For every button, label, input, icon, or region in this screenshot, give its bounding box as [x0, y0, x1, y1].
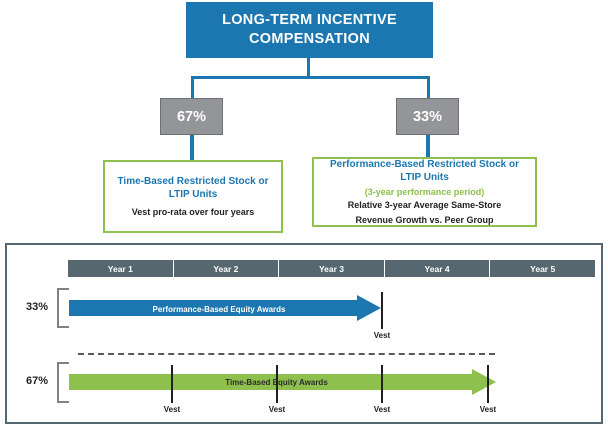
vest-tick-67-4: [487, 365, 489, 403]
header-line-2: COMPENSATION: [249, 31, 370, 47]
award-box-performance-based: Performance-Based Restricted Stock or LT…: [312, 157, 537, 227]
year-cell-4: Year 4: [384, 260, 491, 277]
split-percent-right: 33%: [396, 98, 459, 135]
connector-tick-left: [190, 135, 194, 160]
vest-caption-33-1: Vest: [373, 331, 391, 340]
award-title-line-2: LTIP Units: [400, 172, 449, 183]
timeline-bracket-33: [57, 288, 69, 328]
timeline-bracket-67: [57, 362, 69, 403]
timeline-year-header: Year 1 Year 2 Year 3 Year 4 Year 5: [68, 260, 595, 277]
year-cell-2: Year 2: [173, 260, 280, 277]
timeline-dashed-guide: [78, 353, 495, 355]
vest-caption-67-3: Vest: [373, 405, 391, 414]
award-performance-period: (3-year performance period): [364, 186, 485, 197]
split-percent-left: 67%: [160, 98, 223, 135]
vest-tick-67-3: [381, 365, 383, 403]
award-metric-line-2: Revenue Growth vs. Peer Group: [355, 214, 494, 225]
vest-tick-67-1: [171, 365, 173, 403]
connector-horizontal: [191, 76, 430, 79]
vest-tick-33-1: [381, 292, 383, 329]
time-equity-arrow: [69, 369, 496, 395]
timeline-row-percent-33: 33%: [26, 301, 49, 313]
award-title-line-2: LTIP Units: [168, 189, 218, 200]
performance-equity-arrow: [69, 295, 381, 321]
year-cell-1: Year 1: [68, 260, 174, 277]
header-box: LONG-TERM INCENTIVE COMPENSATION: [186, 2, 433, 58]
award-box-time-based: Time-Based Restricted Stock or LTIP Unit…: [103, 160, 283, 233]
connector-tick-right: [426, 135, 430, 158]
vest-caption-67-4: Vest: [479, 405, 497, 414]
award-metric-line-1: Relative 3-year Average Same-Store: [347, 199, 502, 210]
vest-caption-67-2: Vest: [268, 405, 286, 414]
year-cell-3: Year 3: [279, 260, 385, 277]
award-title-line-1: Time-Based Restricted Stock or: [117, 175, 269, 187]
vest-tick-67-2: [276, 365, 278, 403]
year-cell-5: Year 5: [490, 260, 595, 277]
connector-drop-left: [191, 76, 194, 98]
vest-caption-67-1: Vest: [163, 405, 181, 414]
connector-drop-right: [427, 76, 430, 98]
performance-equity-arrow-label: Performance-Based Equity Awards: [152, 305, 286, 314]
timeline-row-percent-67: 67%: [26, 375, 49, 387]
header-line-1: LONG-TERM INCENTIVE: [222, 12, 397, 28]
award-title-line-1: Performance-Based Restricted Stock or: [330, 158, 519, 170]
award-note: Vest pro-rata over four years: [131, 206, 255, 217]
connector-stem: [307, 58, 310, 78]
